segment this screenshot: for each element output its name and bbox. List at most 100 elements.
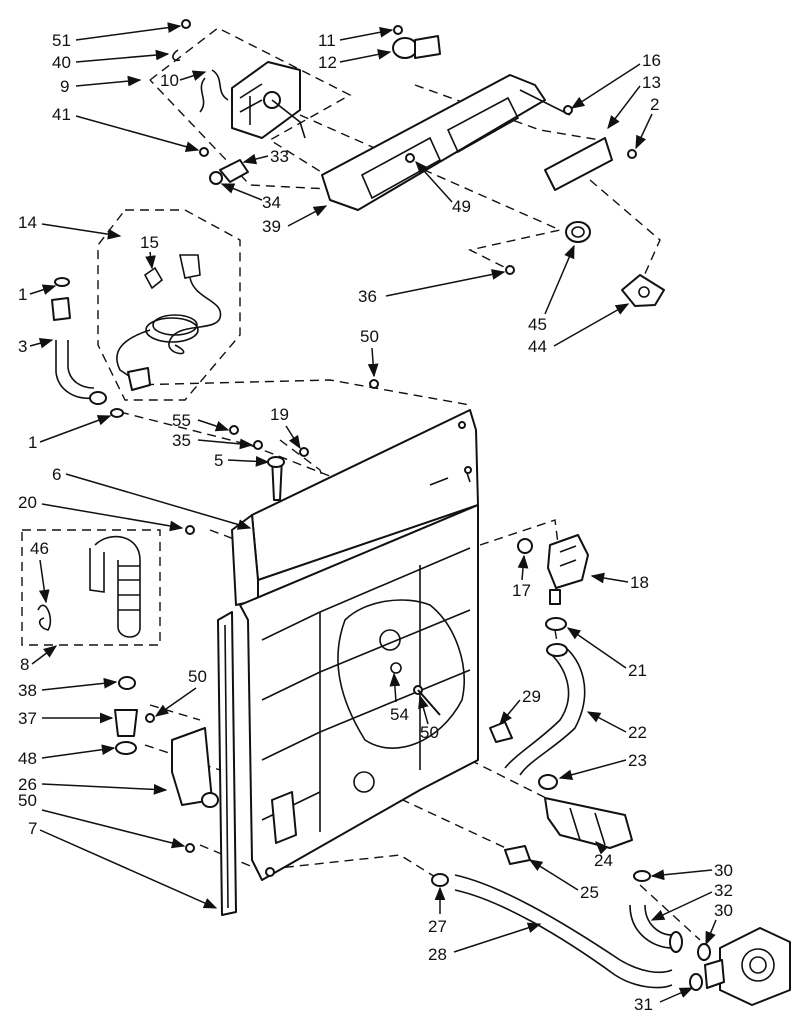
rear-panel: [231, 409, 479, 881]
callout-5: 5: [214, 451, 270, 470]
knob-assembly: [565, 221, 665, 307]
callout-3: 3: [18, 337, 54, 356]
svg-text:21: 21: [628, 661, 647, 680]
callout-50-left: 50: [18, 791, 186, 849]
svg-text:25: 25: [580, 883, 599, 902]
svg-text:12: 12: [318, 53, 337, 72]
callout-2: 2: [635, 95, 659, 150]
svg-text:16: 16: [642, 51, 661, 70]
svg-text:49: 49: [452, 197, 471, 216]
water-inlet-assembly: [504, 797, 633, 865]
callout-10: 10: [160, 70, 207, 90]
power-cord-kit: [97, 209, 241, 401]
callout-9: 9: [60, 75, 142, 96]
callout-50-center: 50: [418, 694, 439, 742]
callout-31: 31: [634, 987, 694, 1014]
svg-text:32: 32: [714, 881, 733, 900]
svg-text:24: 24: [594, 851, 613, 870]
fill-hose: [489, 643, 586, 790]
svg-text:8: 8: [20, 655, 29, 674]
callout-25: 25: [528, 859, 599, 902]
callout-48: 48: [18, 744, 116, 768]
callout-30-bottom: 30: [705, 901, 733, 946]
svg-text:41: 41: [52, 105, 71, 124]
callout-21: 21: [566, 627, 647, 680]
svg-text:18: 18: [630, 573, 649, 592]
svg-text:14: 14: [18, 213, 37, 232]
svg-text:50: 50: [420, 723, 439, 742]
svg-text:30: 30: [714, 861, 733, 880]
callout-19: 19: [270, 405, 301, 450]
svg-text:45: 45: [528, 315, 547, 334]
water-valve: [517, 534, 589, 631]
callout-11: 11: [318, 26, 394, 50]
callout-32: 32: [650, 881, 733, 921]
svg-text:31: 31: [634, 995, 653, 1014]
pressure-switch: [392, 25, 441, 59]
callout-1-top: 1: [18, 284, 57, 304]
callout-34: 34: [220, 183, 281, 212]
svg-text:13: 13: [642, 73, 661, 92]
callout-39: 39: [262, 205, 328, 236]
pump-parts-left: [114, 525, 219, 853]
callout-23: 23: [558, 751, 647, 781]
svg-text:2: 2: [650, 95, 659, 114]
inlet-hose: [51, 277, 124, 418]
svg-text:51: 51: [52, 31, 71, 50]
svg-text:7: 7: [28, 819, 37, 838]
callout-45: 45: [528, 244, 575, 334]
svg-text:29: 29: [522, 687, 541, 706]
console-panel: [321, 74, 613, 211]
callout-13: 13: [607, 73, 661, 130]
callout-26: 26: [18, 775, 168, 795]
svg-text:35: 35: [172, 431, 191, 450]
callout-30-top: 30: [650, 861, 733, 881]
svg-text:28: 28: [428, 945, 447, 964]
center-fasteners: [229, 379, 441, 716]
svg-text:34: 34: [262, 193, 281, 212]
callout-50-mid: 50: [154, 667, 207, 717]
pump: [704, 927, 791, 1006]
callout-41: 41: [52, 105, 200, 152]
drain-hose-kit: [21, 529, 161, 646]
svg-text:11: 11: [318, 31, 336, 50]
callout-54: 54: [389, 672, 409, 724]
callout-18: 18: [590, 572, 649, 592]
svg-text:19: 19: [270, 405, 289, 424]
callout-labels: 51 40 9 10 41 11 12 33: [18, 22, 733, 1014]
svg-text:1: 1: [18, 285, 27, 304]
svg-text:30: 30: [714, 901, 733, 920]
callout-15: 15: [140, 233, 159, 270]
callout-50-top: 50: [360, 327, 379, 378]
svg-text:54: 54: [390, 705, 409, 724]
callout-20: 20: [18, 493, 184, 532]
svg-text:44: 44: [528, 337, 547, 356]
svg-text:15: 15: [140, 233, 159, 252]
callout-7: 7: [28, 819, 218, 909]
callout-33: 33: [242, 147, 289, 166]
callout-6: 6: [52, 465, 252, 530]
svg-text:50: 50: [360, 327, 379, 346]
callout-14: 14: [18, 213, 122, 240]
drain-hose: [431, 870, 711, 991]
svg-text:50: 50: [188, 667, 207, 686]
front-panel-strip: [217, 611, 237, 916]
callout-44: 44: [528, 303, 630, 356]
svg-text:27: 27: [428, 917, 447, 936]
callout-16: 16: [570, 51, 661, 109]
svg-text:3: 3: [18, 337, 27, 356]
svg-text:39: 39: [262, 217, 281, 236]
svg-text:38: 38: [18, 681, 37, 700]
callout-51: 51: [52, 22, 182, 50]
callout-38: 38: [18, 677, 118, 700]
callout-37: 37: [18, 709, 114, 728]
svg-text:6: 6: [52, 465, 61, 484]
timer-assembly: [172, 19, 306, 139]
svg-text:5: 5: [214, 451, 223, 470]
svg-text:26: 26: [18, 775, 37, 794]
svg-text:55: 55: [172, 411, 191, 430]
callout-36: 36: [358, 269, 506, 306]
svg-text:33: 33: [270, 147, 289, 166]
